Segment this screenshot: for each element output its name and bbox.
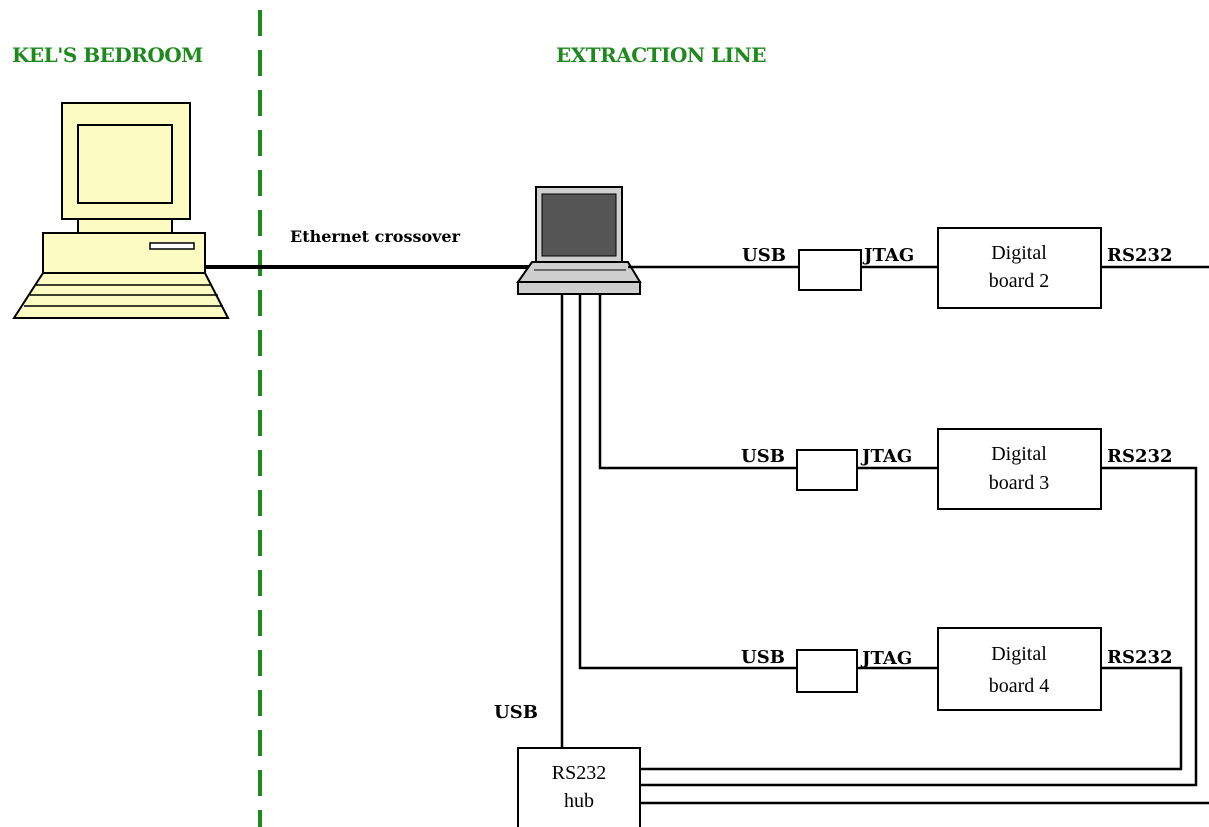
board-label-line2: board 2 bbox=[989, 270, 1050, 292]
usb-label: USB bbox=[742, 245, 786, 266]
digital-board bbox=[938, 429, 1101, 509]
board-label-line1: Digital bbox=[991, 643, 1047, 665]
board-label-line2: board 4 bbox=[989, 675, 1050, 697]
rs232-label: RS232 bbox=[1107, 446, 1173, 467]
jtag-label: JTAG bbox=[860, 446, 912, 467]
usb-label: USB bbox=[741, 446, 785, 467]
laptop-icon bbox=[518, 187, 640, 294]
desktop-computer-icon bbox=[14, 103, 228, 318]
ethernet-crossover-label: Ethernet crossover bbox=[290, 227, 461, 246]
chain-board-3: USB JTAG Digital board 3 RS232 bbox=[640, 429, 1196, 785]
rs232-label: RS232 bbox=[1107, 647, 1173, 668]
usb-jtag-adapter bbox=[799, 250, 861, 290]
jtag-label: JTAG bbox=[860, 648, 912, 669]
region-title-extraction-line: EXTRACTION LINE bbox=[556, 43, 766, 67]
usb-label: USB bbox=[741, 647, 785, 668]
usb-cable-board-4 bbox=[580, 294, 797, 668]
digital-board bbox=[938, 228, 1101, 308]
board-label-line2: board 3 bbox=[989, 472, 1050, 494]
hub-label-line2: hub bbox=[564, 790, 594, 812]
chain-board-4: USB JTAG Digital board 4 RS232 bbox=[640, 628, 1181, 769]
jtag-label: JTAG bbox=[862, 245, 914, 266]
hub-usb-label: USB bbox=[494, 702, 538, 723]
digital-board bbox=[938, 628, 1101, 710]
board-label-line1: Digital bbox=[991, 242, 1047, 264]
usb-jtag-adapter bbox=[797, 650, 857, 692]
board-label-line1: Digital bbox=[991, 443, 1047, 465]
usb-cable-board-3 bbox=[600, 294, 797, 468]
region-title-bedroom: KEL'S BEDROOM bbox=[12, 43, 203, 67]
rs232-label: RS232 bbox=[1107, 245, 1173, 266]
usb-jtag-adapter bbox=[797, 450, 857, 490]
chain-board-2: USB JTAG Digital board 2 RS232 bbox=[742, 228, 1209, 308]
rs232-hub bbox=[518, 748, 640, 827]
hub-label-line1: RS232 bbox=[552, 762, 606, 784]
